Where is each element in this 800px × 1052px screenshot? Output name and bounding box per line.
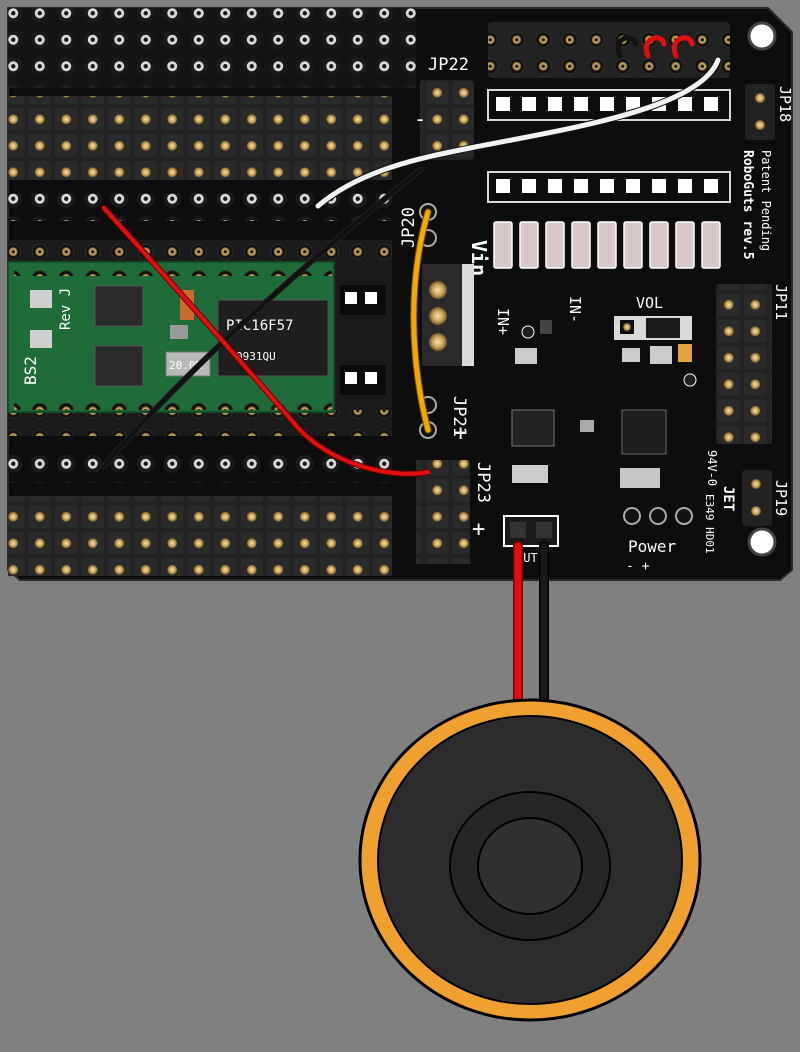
top-left-headers <box>8 8 416 88</box>
in-plus-label: IN+ <box>494 308 512 335</box>
amplifier-chip <box>511 409 555 447</box>
ul-mark-label: 94V-0 <box>705 450 719 486</box>
jp20-label: JP20 <box>399 207 419 248</box>
top-right-header <box>488 22 730 78</box>
jp18-label: JP18 <box>776 86 794 122</box>
power-polarity: - + <box>626 559 650 574</box>
female-header-block-2 <box>8 496 392 576</box>
pin-row-lower <box>8 455 392 483</box>
vol-label: VOL <box>636 294 663 312</box>
jp22-label: JP22 <box>428 55 469 75</box>
cert-code-label: E349 HD01 <box>703 494 716 554</box>
jumper-black-wire <box>615 35 639 59</box>
stamp-bs2-label: BS2 <box>21 356 40 385</box>
jp18-header: JP18 <box>745 84 794 140</box>
eeprom-chip-2 <box>94 345 144 387</box>
chip-code: 0931QU <box>236 350 276 363</box>
ic-socket-row-2 <box>487 171 731 203</box>
speaker <box>358 698 702 1022</box>
jp23-plus: + <box>472 517 485 542</box>
volume-jumper <box>614 316 692 340</box>
in-minus-label: IN- <box>566 296 584 323</box>
wires <box>101 35 722 711</box>
main-chip <box>217 299 329 377</box>
ic-socket-row-1 <box>487 89 731 121</box>
amp-components <box>511 320 697 488</box>
roboguts-label: RoboGuts rev.5 <box>740 150 755 260</box>
jp23-label: JP23 <box>473 462 493 503</box>
patent-label: Patent Pending <box>759 150 773 251</box>
mounting-hole-br <box>747 527 777 557</box>
speaker-connector: OUT <box>503 515 559 565</box>
regulator <box>422 264 474 366</box>
power-label: Power <box>628 537 677 556</box>
female-header-block-1 <box>8 96 392 180</box>
jp19-header: JP19 <box>742 470 790 526</box>
power-pins: Power - + <box>623 507 693 574</box>
jumper-red-wire-2 <box>671 35 695 59</box>
jp21-header: JP21 + <box>419 396 469 446</box>
jp21-plus: + <box>454 421 467 446</box>
jp21-label: JP21 <box>449 396 469 437</box>
jp19-label: JP19 <box>772 480 790 516</box>
jp20-header: JP20 Vin <box>399 203 491 276</box>
jp11-header: JP11 <box>716 284 790 444</box>
jp22-minus: - <box>414 107 426 131</box>
stamp-rev-label: Rev J <box>58 288 74 330</box>
jp23-header: JP23 + <box>416 460 493 564</box>
resistor-array <box>493 221 721 269</box>
cert-label: JET <box>720 486 736 511</box>
eeprom-chip-1 <box>94 285 144 327</box>
mounting-hole-tr <box>747 21 777 51</box>
jp11-label: JP11 <box>772 284 790 320</box>
jumper-red-wire-1 <box>643 35 667 59</box>
